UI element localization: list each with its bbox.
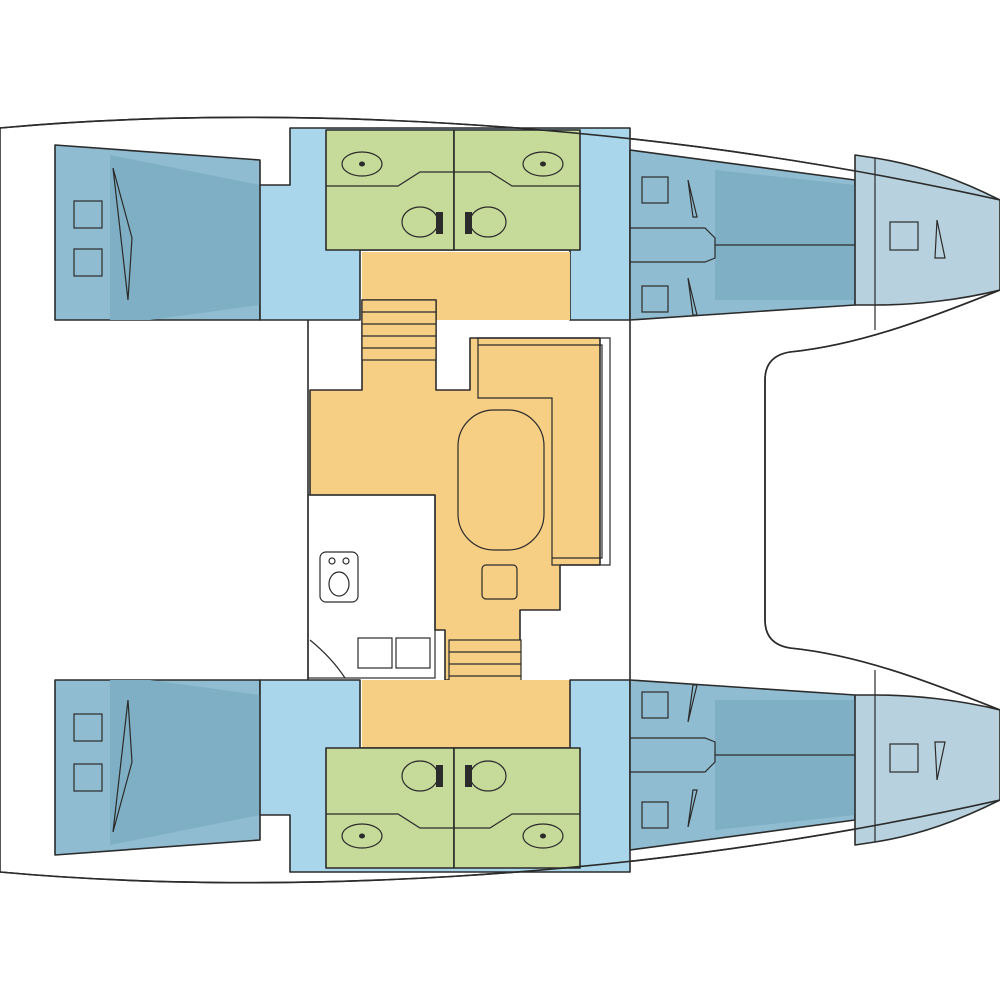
bedside-box xyxy=(73,248,103,277)
head-aft-upper xyxy=(325,129,455,251)
settee xyxy=(477,337,611,566)
bed-pillow-icon xyxy=(687,277,698,316)
vanity-line xyxy=(326,813,454,829)
bedside-box xyxy=(641,285,669,313)
toilet-tank xyxy=(465,212,472,234)
cabin-partition xyxy=(630,227,716,263)
bed-pillow-icon xyxy=(112,699,133,833)
bedside-box xyxy=(889,221,919,251)
sink-icon xyxy=(341,823,383,849)
head-fwd-lower xyxy=(453,747,581,869)
toilet-tank xyxy=(436,765,443,787)
vanity-line xyxy=(326,171,454,187)
vanity-line xyxy=(454,813,580,829)
bedside-box xyxy=(73,200,103,229)
galley-sink-icon xyxy=(395,637,431,669)
saloon xyxy=(307,252,631,748)
galley-stove-icon xyxy=(319,551,359,603)
bed-pillow-icon xyxy=(112,167,133,301)
bedside-box xyxy=(889,743,919,773)
toilet-tank xyxy=(436,212,443,234)
galley-counter xyxy=(307,494,436,679)
sink-icon xyxy=(522,823,564,849)
bed-pillow-icon xyxy=(687,789,698,828)
bedside-box xyxy=(73,763,103,792)
bedside-box xyxy=(641,691,669,719)
toilet-tank xyxy=(465,765,472,787)
aft-cabin-bed-lower xyxy=(110,680,260,845)
bedside-box xyxy=(641,176,669,204)
bed-pillow-icon xyxy=(687,179,698,218)
vanity-line xyxy=(454,171,580,187)
bed-pillow-icon xyxy=(934,219,946,259)
landing-lower xyxy=(362,680,570,748)
bed-pillow-icon xyxy=(934,741,946,781)
aft-cabin-bed-upper xyxy=(110,155,260,320)
dining-stool xyxy=(481,564,518,600)
sink-drain xyxy=(359,161,365,167)
cabin-partition xyxy=(630,737,716,773)
head-aft-lower xyxy=(325,747,455,869)
galley-sink-icon xyxy=(357,637,393,669)
bow-locker-upper xyxy=(854,154,1000,306)
settee-inner xyxy=(478,344,603,559)
fwd-cabin-bed-lower xyxy=(715,700,855,830)
sink-icon xyxy=(522,151,564,177)
fwd-cabin-bed-upper xyxy=(715,170,855,300)
galley-door-swing xyxy=(309,639,346,679)
head-fwd-upper xyxy=(453,129,581,251)
bed-pillow-icon xyxy=(687,684,698,723)
dining-table-icon xyxy=(457,409,545,551)
bow-locker-lower xyxy=(854,694,1000,846)
sink-icon xyxy=(341,151,383,177)
sink-drain xyxy=(540,161,546,167)
hull-outline-stroke xyxy=(0,116,1000,884)
bedside-box xyxy=(641,801,669,829)
bedside-box xyxy=(73,713,103,742)
stairs-icon xyxy=(361,299,437,361)
sink-drain xyxy=(540,833,546,839)
sink-drain xyxy=(359,833,365,839)
